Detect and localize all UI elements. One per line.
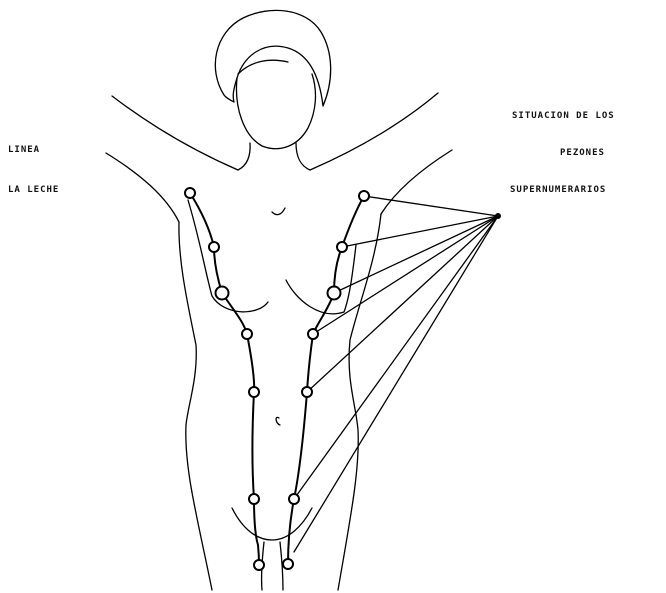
pubic-curve [232, 508, 312, 540]
pointer-line [334, 216, 498, 293]
nipple-marker [209, 242, 219, 252]
nipple-markers [185, 188, 369, 570]
pointer-line [294, 216, 498, 499]
nipple-marker [283, 559, 293, 569]
nipple-marker [185, 188, 195, 198]
milk-line-right [288, 196, 364, 564]
torso [179, 200, 381, 590]
right-breast [286, 245, 356, 314]
arms [106, 93, 452, 222]
neck-left [238, 143, 250, 170]
nipple-marker [249, 387, 259, 397]
clavicle [272, 208, 285, 215]
right-arm-upper-edge [310, 93, 438, 170]
nipple-marker [254, 560, 264, 570]
neck-right [296, 143, 310, 170]
nipple-marker [337, 242, 347, 252]
hair-outline [215, 10, 330, 106]
left-arm-upper-edge [112, 96, 238, 170]
head [215, 10, 330, 148]
pointer-line [294, 216, 498, 552]
nipple-marker [289, 494, 299, 504]
nipple-marker [249, 494, 259, 504]
nipple-marker [302, 387, 312, 397]
nipple-marker [359, 191, 369, 201]
left-arm-lower-edge [106, 153, 179, 222]
torso-right-side [338, 214, 381, 590]
pointer-lines [294, 196, 501, 552]
pointer-line [364, 196, 498, 216]
nipple-marker [216, 287, 229, 300]
pointer-line [313, 216, 498, 334]
nipple-marker [242, 329, 252, 339]
pointer-line [307, 216, 498, 392]
navel [276, 417, 280, 425]
pointer-origin-dot [495, 213, 501, 219]
nipple-marker [308, 329, 318, 339]
face-outline [236, 74, 315, 149]
nipple-marker [328, 287, 341, 300]
